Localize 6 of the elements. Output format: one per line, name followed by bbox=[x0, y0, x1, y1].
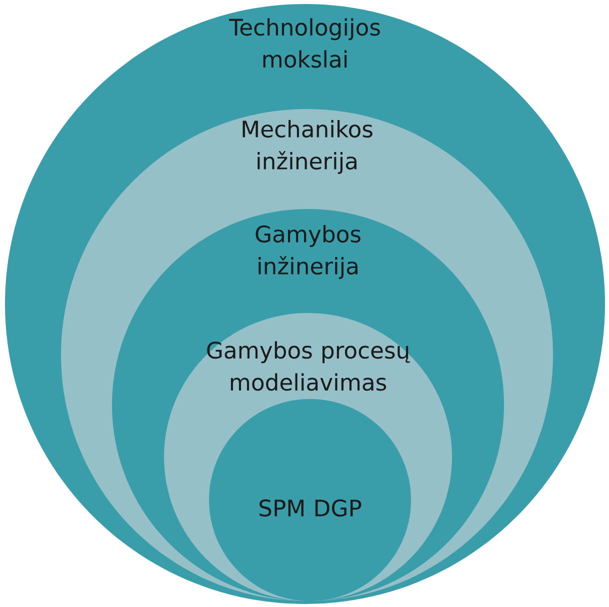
circle-label: Gamybos procesų modeliavimas bbox=[207, 341, 410, 391]
circle-label: Gamybos inžinerija bbox=[256, 225, 360, 279]
circle-label: Mechanikos inžinerija bbox=[242, 120, 372, 174]
circle-label: Technologijos mokslai bbox=[229, 18, 380, 68]
nested-circle bbox=[209, 399, 411, 601]
circle-label: SPM DGP bbox=[260, 499, 362, 517]
